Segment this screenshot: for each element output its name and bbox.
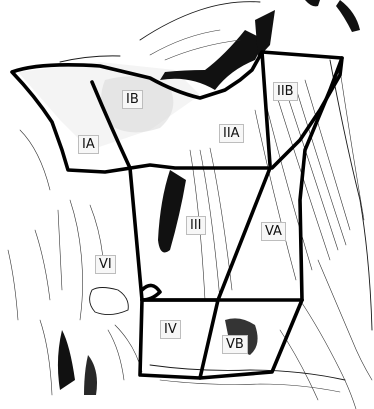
- level-ia-label: IA: [78, 135, 99, 154]
- level-vb-label: VB: [222, 335, 248, 354]
- level-iii-label: III: [186, 216, 206, 235]
- level-v-boundary: [300, 58, 342, 300]
- level-iib-label: IIB: [273, 82, 298, 101]
- anatomy-sketch: [8, 0, 372, 409]
- level-vi-marker: [142, 285, 160, 300]
- level-ib-label: IB: [122, 90, 143, 109]
- level-iia-label: IIA: [219, 124, 244, 143]
- level-iv-label: IV: [160, 320, 181, 339]
- level-iv-boundary: [140, 300, 218, 378]
- level-vi-label: VI: [95, 255, 116, 274]
- level-va-label: VA: [261, 222, 286, 241]
